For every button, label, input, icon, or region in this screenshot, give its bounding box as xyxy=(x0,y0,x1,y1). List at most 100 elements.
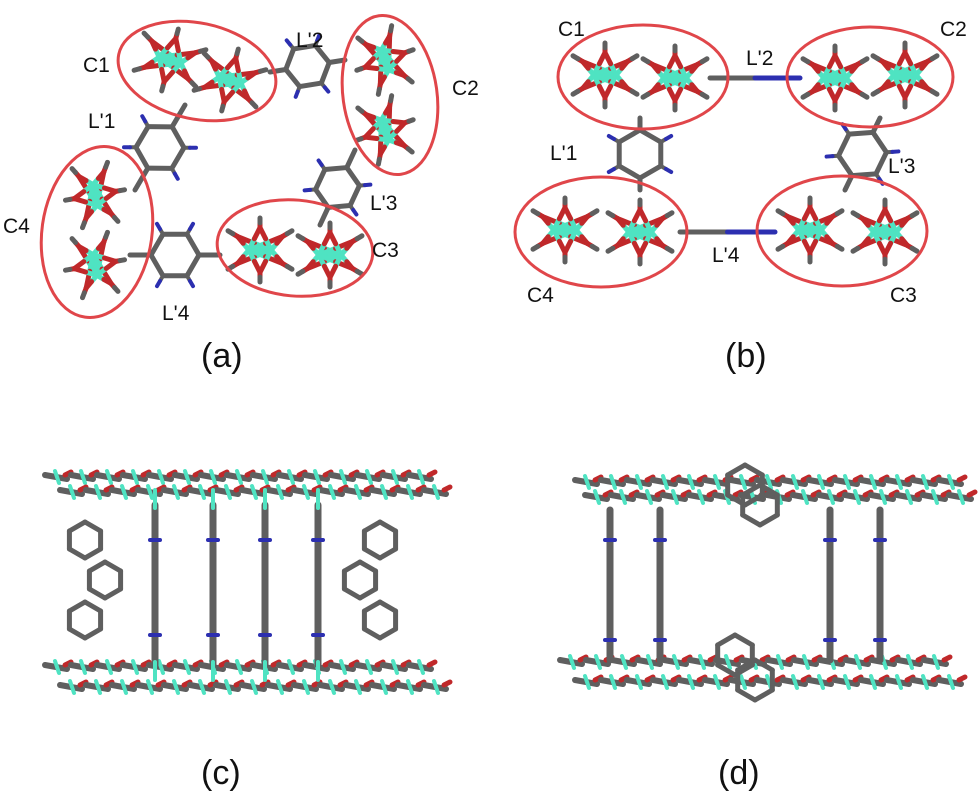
panel-a-drawing xyxy=(62,23,416,301)
bond xyxy=(637,163,664,181)
cluster-ring-c1 xyxy=(116,19,278,123)
bond xyxy=(724,654,732,670)
bond xyxy=(172,171,180,181)
bond xyxy=(141,30,151,40)
bond xyxy=(133,144,151,171)
bond xyxy=(530,208,541,217)
panel-c: (c) xyxy=(0,390,490,802)
bond xyxy=(159,83,166,94)
bond xyxy=(341,559,363,574)
bond xyxy=(361,626,383,641)
caption-b: (b) xyxy=(725,337,767,375)
panel-d-drawing xyxy=(557,462,978,703)
bond xyxy=(698,654,706,670)
bond xyxy=(671,489,679,505)
bond xyxy=(365,659,373,675)
bond xyxy=(235,659,243,675)
bond xyxy=(82,599,104,614)
bond xyxy=(257,67,269,74)
bond xyxy=(629,88,640,97)
bond xyxy=(297,80,324,90)
bond xyxy=(906,654,914,670)
bond xyxy=(250,484,258,500)
bond xyxy=(86,559,108,574)
bond xyxy=(295,233,306,242)
bond xyxy=(732,632,755,648)
bond xyxy=(859,91,870,100)
bond xyxy=(530,243,541,252)
bond xyxy=(117,257,128,264)
bond xyxy=(375,86,382,97)
bond xyxy=(261,469,269,485)
bond xyxy=(921,674,929,690)
bond xyxy=(276,679,284,695)
label-c4: C4 xyxy=(3,215,30,238)
bond xyxy=(570,53,581,62)
bond xyxy=(111,284,121,294)
bond xyxy=(68,484,76,500)
bond xyxy=(426,659,438,668)
bond xyxy=(417,659,425,675)
bond xyxy=(661,474,669,490)
bond xyxy=(854,654,862,670)
bond xyxy=(184,252,202,279)
bond xyxy=(120,484,128,500)
bond xyxy=(341,586,363,601)
bond xyxy=(791,674,799,690)
bond xyxy=(79,290,87,301)
bond xyxy=(357,559,379,574)
bond xyxy=(287,469,295,485)
bond xyxy=(570,88,581,97)
bond xyxy=(219,103,226,114)
bond xyxy=(742,492,765,508)
bond xyxy=(827,489,835,505)
bond xyxy=(174,26,181,37)
bond xyxy=(895,674,903,690)
bond xyxy=(568,654,576,670)
bond xyxy=(842,173,855,193)
bond xyxy=(909,210,920,219)
bond xyxy=(157,659,165,675)
bond xyxy=(69,166,79,176)
bond xyxy=(197,47,209,54)
bond xyxy=(441,679,453,688)
bond xyxy=(291,42,318,52)
bond xyxy=(725,462,748,478)
bond xyxy=(441,484,453,493)
bond xyxy=(140,114,148,124)
bond xyxy=(82,546,104,561)
bond xyxy=(351,208,359,217)
bond xyxy=(635,474,643,490)
label-c4: C4 xyxy=(527,284,554,307)
label-c3: C3 xyxy=(890,284,917,307)
label-l1: L'1 xyxy=(550,142,577,165)
bond xyxy=(619,489,627,505)
bond xyxy=(405,146,415,155)
bond xyxy=(132,165,151,193)
bond xyxy=(183,469,191,485)
bond xyxy=(189,80,199,90)
caption-c: (c) xyxy=(201,754,241,792)
bond xyxy=(365,469,373,485)
bond xyxy=(313,469,321,485)
bond xyxy=(905,489,913,505)
bond xyxy=(133,124,151,150)
bond xyxy=(148,231,166,258)
bond xyxy=(931,489,939,505)
bond xyxy=(361,519,383,534)
bond xyxy=(361,546,383,561)
bond xyxy=(234,46,241,57)
bond xyxy=(94,679,102,695)
bond xyxy=(344,147,358,171)
bond xyxy=(870,115,883,135)
bond xyxy=(589,243,600,252)
panel-b-structure: C1 C2 C3 C4 L'1 L'2 L'3 L'4 (b) xyxy=(513,18,967,375)
bond xyxy=(873,149,889,177)
label-c3: C3 xyxy=(372,239,399,262)
bond xyxy=(105,659,113,675)
bond xyxy=(347,183,362,209)
bond xyxy=(355,105,365,114)
bond xyxy=(201,50,211,60)
bond xyxy=(315,33,322,43)
bond xyxy=(929,53,940,62)
